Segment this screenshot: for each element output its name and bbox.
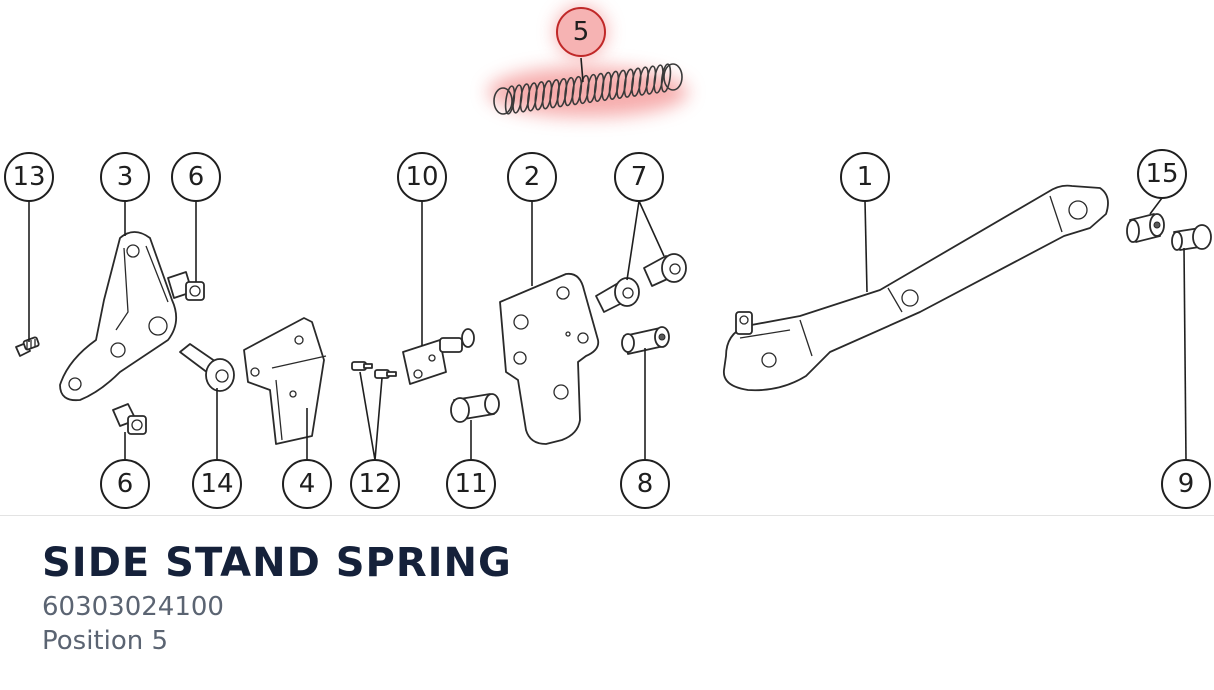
diagram-canvas: 13 3 6 6 14 4 12 10 11: [4, 6, 1212, 509]
exploded-parts-diagram: 13 3 6 6 14 4 12 10 11: [4, 6, 1212, 509]
callout-label: 15: [1145, 159, 1178, 189]
callout-label: 12: [358, 469, 391, 499]
part-7-bolts[interactable]: [595, 253, 687, 313]
callout-label: 6: [188, 162, 205, 192]
part-3-bracket[interactable]: [59, 231, 178, 402]
callout-9[interactable]: 9: [1161, 459, 1211, 509]
part-12-screws[interactable]: [351, 361, 397, 379]
callout-label: 8: [637, 469, 654, 499]
callout-3[interactable]: 3: [100, 152, 150, 202]
callout-13[interactable]: 13: [4, 152, 54, 202]
callout-6-upper[interactable]: 6: [171, 152, 221, 202]
callout-8[interactable]: 8: [620, 459, 670, 509]
spring-coil: [660, 63, 672, 93]
part-8-pin[interactable]: [621, 326, 670, 355]
callout-label: 4: [299, 469, 316, 499]
callout-label: 5: [573, 17, 590, 47]
callout-label: 11: [454, 469, 487, 499]
part-14-pin[interactable]: [179, 343, 235, 392]
callout-label: 9: [1178, 469, 1195, 499]
callout-label: 6: [117, 469, 134, 499]
part-1-side-stand[interactable]: [723, 184, 1109, 392]
callout-label: 7: [631, 162, 648, 192]
callout-label: 13: [12, 162, 45, 192]
callout-label: 1: [857, 162, 874, 192]
part-number: 60303024100: [42, 592, 224, 622]
callout-label: 2: [524, 162, 541, 192]
panel-divider: [0, 515, 1214, 516]
callout-6-lower[interactable]: 6: [100, 459, 150, 509]
callout-label: 14: [200, 469, 233, 499]
part-15-bushing[interactable]: [1126, 213, 1165, 243]
callout-12[interactable]: 12: [350, 459, 400, 509]
callout-15[interactable]: 15: [1137, 149, 1187, 199]
part-6-bolt-lower[interactable]: [112, 403, 147, 435]
callout-14[interactable]: 14: [192, 459, 242, 509]
part-10-switch[interactable]: [402, 328, 475, 385]
part-2-mounting-plate[interactable]: [499, 272, 600, 445]
callout-10[interactable]: 10: [397, 152, 447, 202]
part-side-stand-spring[interactable]: [493, 63, 683, 115]
leader-lines: [28, 57, 1187, 461]
callout-2[interactable]: 2: [507, 152, 557, 202]
part-11-bushing[interactable]: [450, 393, 500, 423]
callout-label: 10: [405, 162, 438, 192]
part-position: Position 5: [42, 626, 169, 656]
part-name: SIDE STAND SPRING: [42, 540, 512, 586]
callout-4[interactable]: 4: [282, 459, 332, 509]
callout-11[interactable]: 11: [446, 459, 496, 509]
part-6-bolt-upper[interactable]: [167, 271, 205, 301]
selected-part-info: SIDE STAND SPRING 60303024100 Position 5: [42, 536, 1182, 658]
callout-5-selected[interactable]: 5: [556, 7, 606, 57]
part-13-screw[interactable]: [15, 336, 40, 357]
callout-bubbles: 13 3 6 6 14 4 12 10 11: [4, 7, 1211, 509]
part-4-plate[interactable]: [243, 317, 327, 445]
callout-label: 3: [117, 162, 134, 192]
callout-7[interactable]: 7: [614, 152, 664, 202]
part-9-pin[interactable]: [1171, 224, 1212, 251]
callout-1[interactable]: 1: [840, 152, 890, 202]
